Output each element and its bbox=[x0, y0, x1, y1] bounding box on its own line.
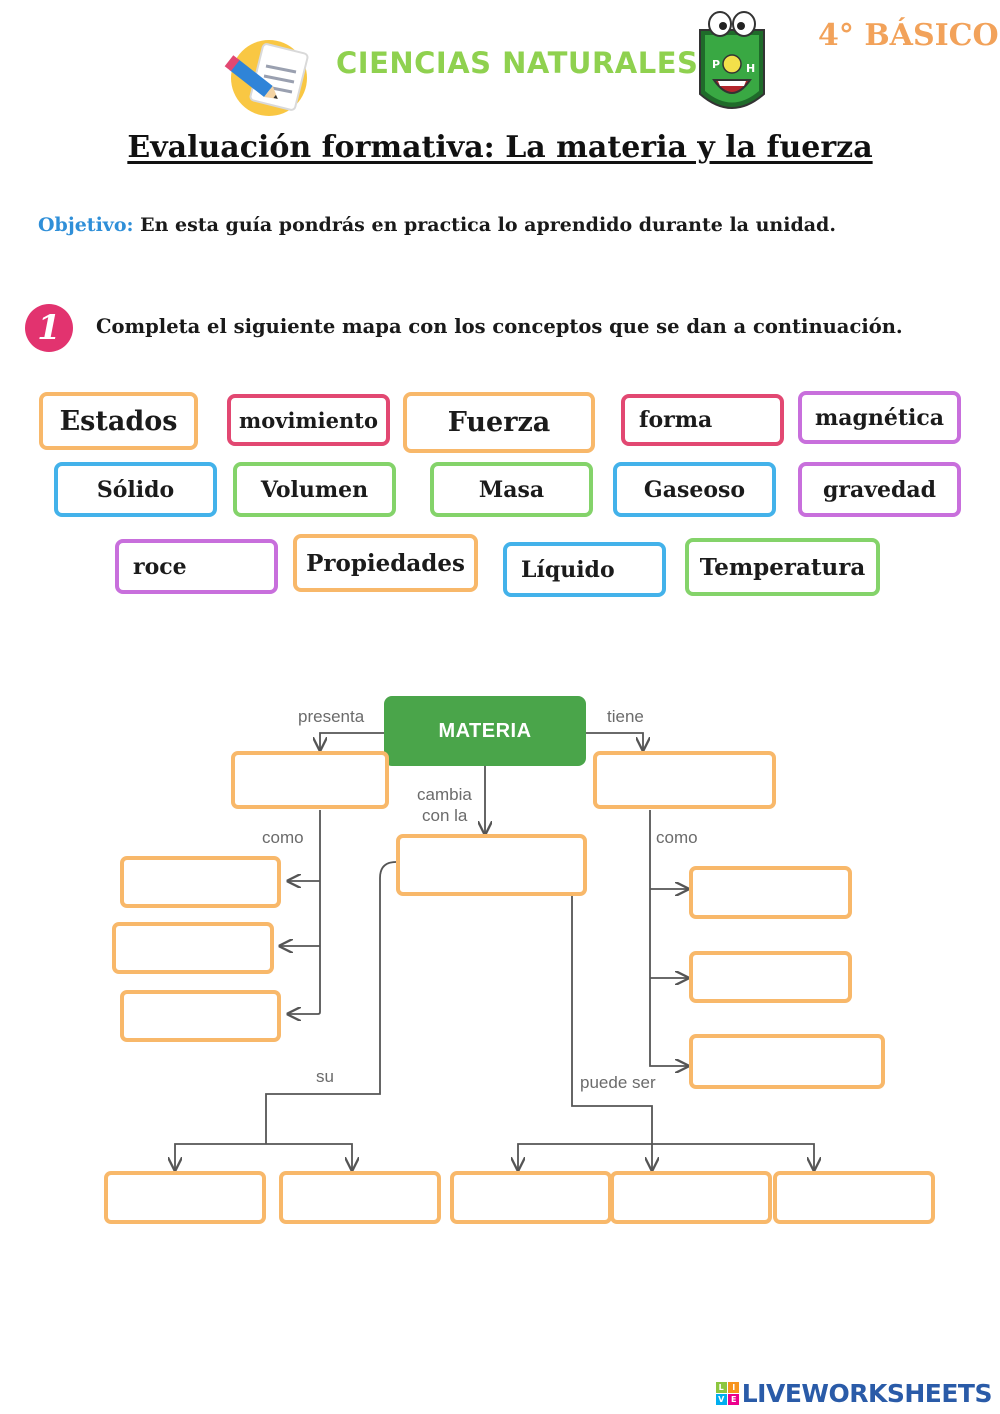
connector-arrow bbox=[266, 1144, 352, 1170]
map-label-su: su bbox=[316, 1066, 334, 1087]
connector-presenta bbox=[320, 733, 384, 750]
connector-puede-ser bbox=[572, 896, 652, 1170]
answer-box-right-3[interactable] bbox=[689, 1034, 885, 1089]
answer-box-left-3[interactable] bbox=[120, 990, 281, 1042]
liveworksheets-logo-icon: L I V E bbox=[716, 1382, 740, 1406]
footer-brand: L I V E LIVEWORKSHEETS bbox=[716, 1379, 992, 1408]
connector-su bbox=[266, 862, 396, 1144]
logo-letter: E bbox=[728, 1394, 739, 1405]
map-label-tiene: tiene bbox=[607, 706, 644, 727]
answer-box-tiene[interactable] bbox=[593, 751, 776, 809]
map-label-cambia: cambia bbox=[417, 784, 472, 805]
connector-como-right bbox=[650, 810, 688, 1066]
answer-box-right-2[interactable] bbox=[689, 951, 852, 1003]
logo-letter: L bbox=[716, 1382, 727, 1393]
map-label-como-left: como bbox=[262, 827, 304, 848]
connector-arrow bbox=[518, 1144, 814, 1170]
answer-box-left-2[interactable] bbox=[112, 922, 274, 974]
map-label-presenta: presenta bbox=[298, 706, 364, 727]
answer-box-bottom-2[interactable] bbox=[279, 1171, 441, 1224]
answer-box-presenta[interactable] bbox=[231, 751, 389, 809]
answer-box-bottom-1[interactable] bbox=[104, 1171, 266, 1224]
footer-brand-text: LIVEWORKSHEETS bbox=[742, 1379, 992, 1408]
concept-map-root: MATERIA bbox=[384, 696, 586, 766]
logo-letter: I bbox=[728, 1382, 739, 1393]
map-label-puede-ser: puede ser bbox=[580, 1072, 656, 1093]
answer-box-bottom-5[interactable] bbox=[773, 1171, 935, 1224]
answer-box-left-1[interactable] bbox=[120, 856, 281, 908]
connector-tiene bbox=[586, 733, 643, 750]
answer-box-right-1[interactable] bbox=[689, 866, 852, 919]
answer-box-cambia[interactable] bbox=[396, 834, 587, 896]
connector-arrow bbox=[175, 1144, 266, 1170]
map-label-con-la: con la bbox=[422, 805, 467, 826]
map-label-como-right: como bbox=[656, 827, 698, 848]
answer-box-bottom-4[interactable] bbox=[610, 1171, 772, 1224]
answer-box-bottom-3[interactable] bbox=[450, 1171, 612, 1224]
logo-letter: V bbox=[716, 1394, 727, 1405]
